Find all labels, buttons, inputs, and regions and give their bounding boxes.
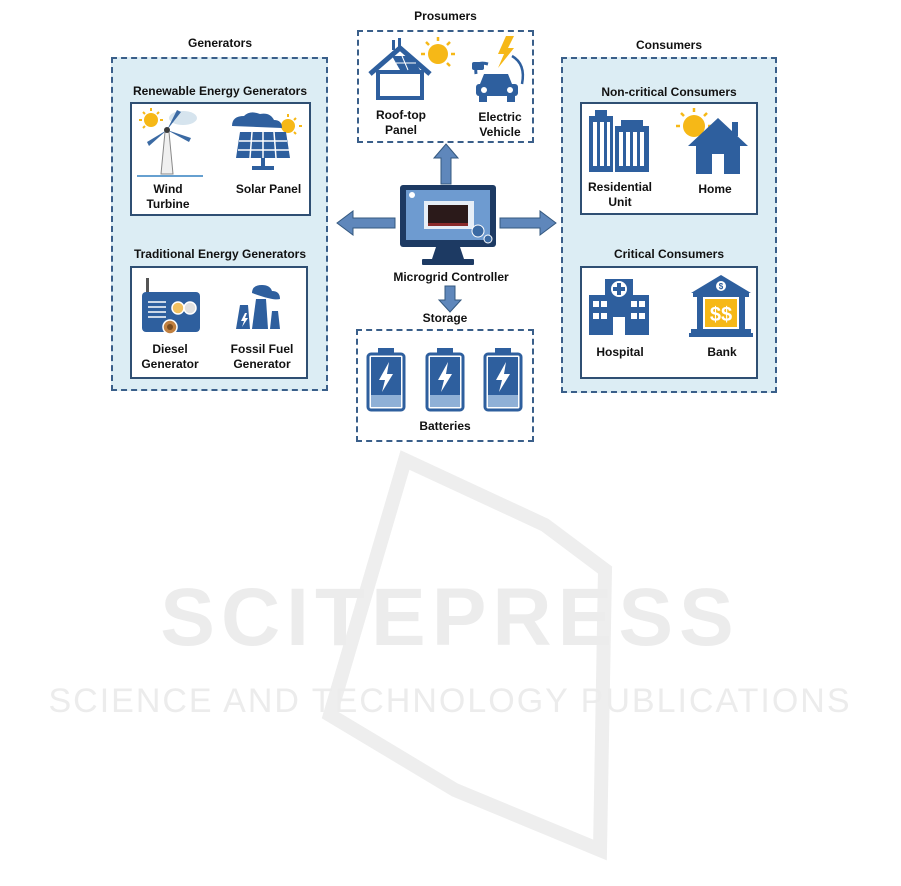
diesel-label-line-1: Diesel (152, 342, 188, 356)
fossil-label-line-1: Fossil Fuel (230, 342, 294, 356)
batteries-label: Batteries (419, 419, 471, 433)
residential-label-line-2: Unit (608, 195, 632, 209)
home-icon (676, 108, 748, 174)
wind-turbine-label: Wind Turbine (138, 182, 198, 212)
diesel-generator-icon (142, 278, 200, 335)
diesel-label-line-2: Generator (141, 357, 199, 371)
solar-panel-label: Solar Panel (235, 182, 302, 196)
rooftop-label-line-2: Panel (384, 123, 417, 137)
building-icon (589, 110, 649, 172)
rooftop-panel-label: Roof-top Panel (366, 108, 436, 138)
electric-vehicle-label: Electric Vehicle (465, 110, 535, 140)
arrow-up (432, 143, 460, 185)
residential-unit-label: Residential Unit (580, 180, 660, 210)
prosumers-title: Prosumers (414, 9, 477, 23)
consumers-title: Consumers (635, 38, 703, 52)
ev-label-line-2: Vehicle (479, 125, 521, 139)
residential-label-line-1: Residential (587, 180, 653, 194)
hospital-label: Hospital (596, 345, 644, 359)
svg-text:$: $ (719, 282, 724, 291)
hospital-icon (589, 279, 649, 335)
watermark-shape (321, 450, 613, 861)
bank-icon: $ $$ (689, 275, 753, 337)
fossil-label-line-2: Generator (233, 357, 291, 371)
rooftop-label-line-1: Roof-top (376, 108, 426, 122)
wind-turbine-label-line-1: Wind (153, 182, 183, 196)
electric-vehicle-icon (472, 36, 525, 102)
monitor-icon (400, 185, 496, 265)
controller-label: Microgrid Controller (393, 270, 509, 284)
wind-turbine-label-line-2: Turbine (146, 197, 190, 211)
generators-title: Generators (187, 36, 253, 50)
ev-label-line-1: Electric (478, 110, 522, 124)
svg-text:$$: $$ (710, 304, 732, 326)
storage-title: Storage (422, 311, 468, 325)
arrow-right (499, 210, 557, 236)
critical-title: Critical Consumers (613, 247, 725, 261)
battery-icon (366, 348, 406, 412)
home-label: Home (698, 182, 732, 196)
battery-icon (483, 348, 523, 412)
noncritical-title: Non-critical Consumers (601, 85, 737, 99)
watermark-line-2: SCIENCE AND TECHNOLOGY PUBLICATIONS (48, 682, 851, 720)
arrow-left (336, 210, 396, 236)
fossil-fuel-label: Fossil Fuel Generator (222, 342, 302, 372)
arrow-down (437, 285, 463, 313)
factory-icon (236, 285, 280, 329)
solar-panel-icon (232, 112, 302, 170)
wind-turbine-icon (137, 108, 203, 177)
rooftop-panel-icon (368, 37, 455, 100)
diesel-generator-label: Diesel Generator (135, 342, 205, 372)
watermark-line-1: SCITEPRESS (160, 572, 739, 663)
renewable-title: Renewable Energy Generators (132, 84, 308, 98)
bank-label: Bank (707, 345, 737, 359)
traditional-title: Traditional Energy Generators (133, 247, 307, 261)
battery-icon (425, 348, 465, 412)
